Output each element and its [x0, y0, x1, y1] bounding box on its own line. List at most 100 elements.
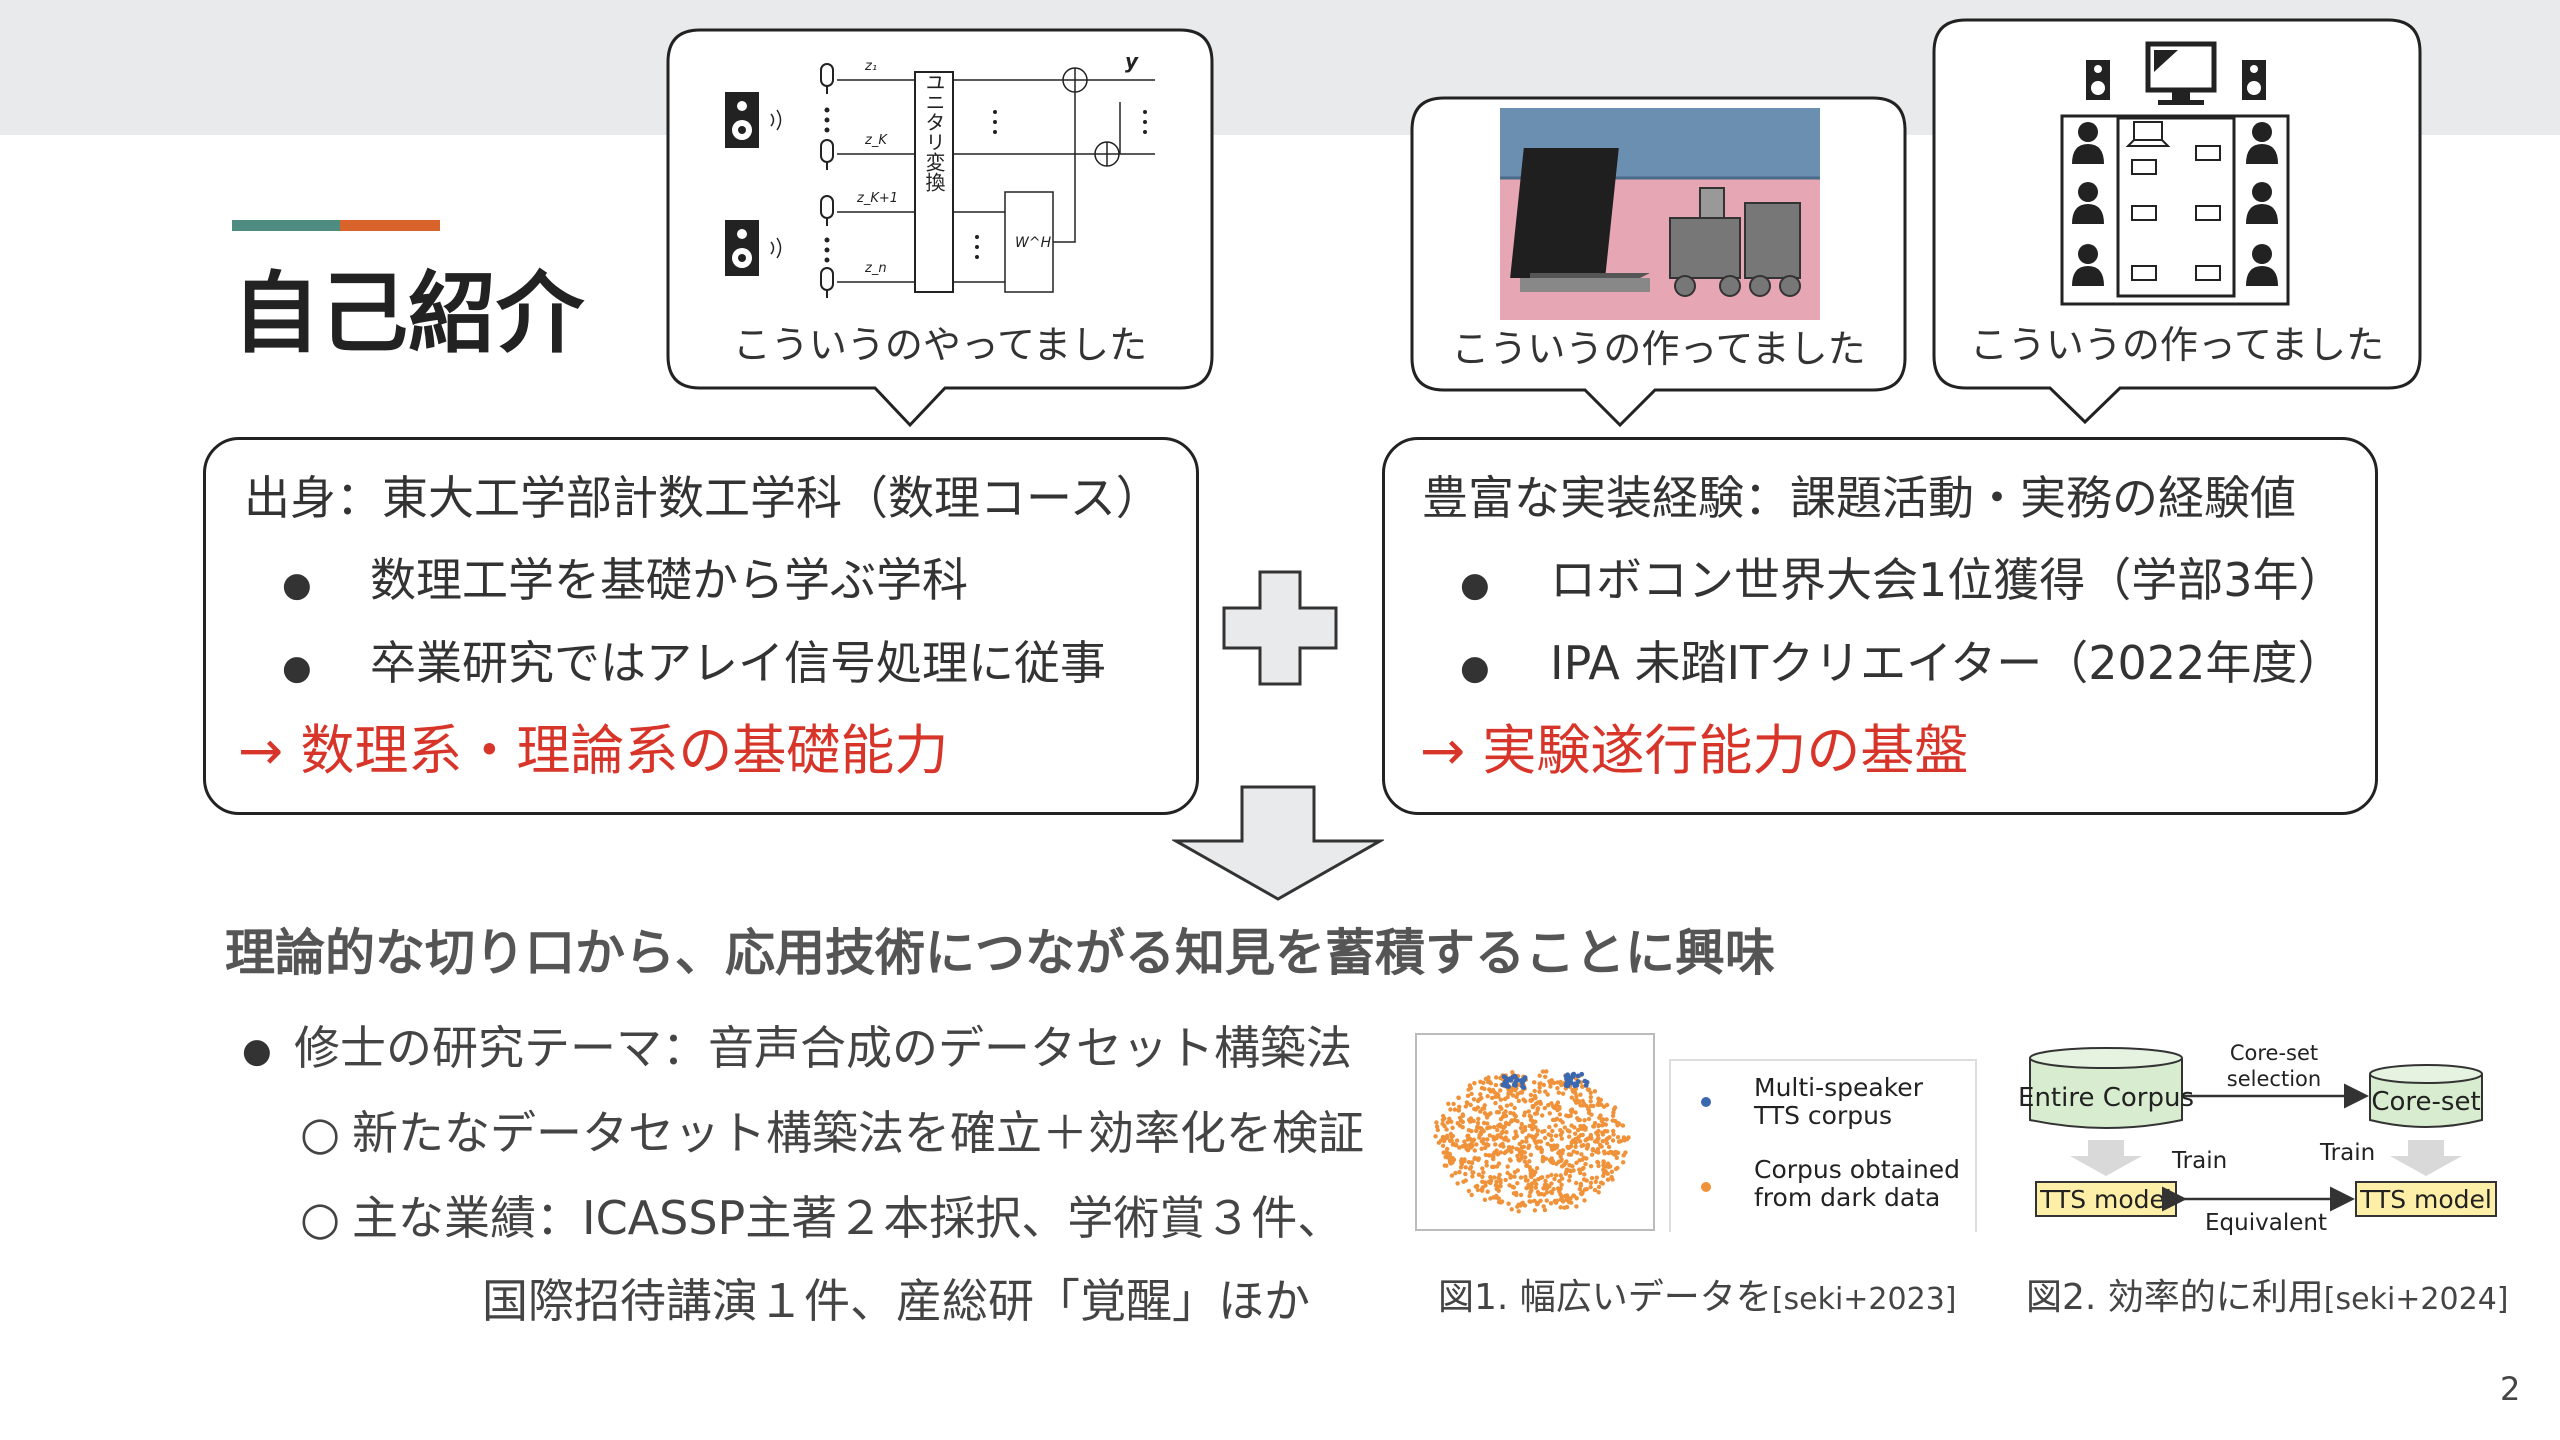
- scatter-point-dark: [1467, 1166, 1473, 1171]
- scatter-point-dark: [1606, 1150, 1611, 1156]
- accent-bar-orange: [340, 220, 440, 231]
- scatter-point-dark: [1567, 1178, 1572, 1183]
- speaker-icon-bottom: [725, 220, 782, 276]
- scatter-point-dark: [1577, 1167, 1582, 1172]
- scatter-point-dark: [1535, 1202, 1540, 1207]
- scatter-point-dark: [1463, 1171, 1468, 1177]
- scatter-point-dark: [1503, 1135, 1508, 1140]
- scatter-point-dark: [1463, 1178, 1468, 1183]
- scatter-point-dark: [1610, 1150, 1615, 1155]
- scatter-point-dark: [1578, 1183, 1583, 1188]
- scatter-point-dark: [1562, 1125, 1568, 1130]
- scatter-point-dark: [1596, 1123, 1601, 1129]
- scatter-point-dark: [1514, 1094, 1519, 1100]
- scatter-point-dark: [1454, 1138, 1460, 1143]
- scatter-point-dark: [1498, 1180, 1503, 1185]
- experience-box: [1382, 437, 2378, 815]
- scatter-point-dark: [1515, 1181, 1520, 1186]
- scatter-point-dark: [1496, 1199, 1502, 1205]
- scatter-point-dark: [1547, 1124, 1552, 1130]
- scatter-point-dark: [1495, 1152, 1501, 1157]
- scatter-point-dark: [1596, 1099, 1602, 1105]
- scatter-point-dark: [1529, 1181, 1535, 1186]
- scatter-point-dark: [1560, 1091, 1566, 1096]
- scatter-point-dark: [1615, 1123, 1620, 1128]
- scatter-point-dark: [1594, 1175, 1599, 1180]
- scatter-point-dark: [1542, 1135, 1548, 1141]
- scatter-point-dark: [1527, 1165, 1532, 1170]
- scatter-point-dark: [1586, 1087, 1592, 1092]
- figure-2-caption: 図2. 効率的に利用[seki+2024]: [2026, 1277, 2509, 1318]
- scatter-point-dark: [1578, 1170, 1583, 1176]
- scatter-point-multi: [1575, 1079, 1581, 1084]
- scatter-point-dark: [1466, 1133, 1471, 1138]
- scatter-point-dark: [1528, 1114, 1534, 1120]
- scatter-point-dark: [1518, 1175, 1524, 1180]
- scatter-point-dark: [1514, 1134, 1519, 1139]
- scatter-point-dark: [1529, 1134, 1535, 1139]
- scatter-point-dark: [1558, 1128, 1563, 1133]
- scatter-point-dark: [1551, 1143, 1557, 1148]
- scatter-point-dark: [1436, 1140, 1442, 1145]
- scatter-point-dark: [1621, 1136, 1627, 1142]
- scatter-point-dark: [1456, 1095, 1461, 1100]
- scatter-point-dark: [1505, 1095, 1510, 1100]
- scatter-point-dark: [1580, 1190, 1585, 1195]
- svg-text:Core-set: Core-set: [2230, 1041, 2318, 1065]
- scatter-point-dark: [1533, 1185, 1538, 1190]
- scatter-point-dark: [1515, 1153, 1520, 1159]
- bullet-circle: ○: [300, 1191, 341, 1245]
- scatter-point-dark: [1545, 1092, 1550, 1097]
- svg-text:W^H: W^H: [1015, 235, 1052, 251]
- scatter-point-dark: [1490, 1087, 1496, 1093]
- scatter-point-dark: [1608, 1164, 1613, 1169]
- scatter-point-dark: [1475, 1187, 1481, 1193]
- scatter-point-dark: [1523, 1155, 1528, 1160]
- background-item: 卒業研究ではアレイ信号処理に従事: [370, 636, 1106, 690]
- svg-text:z_n: z_n: [864, 261, 887, 276]
- bullet-circle: ○: [300, 1106, 341, 1160]
- scatter-point-dark: [1470, 1170, 1475, 1175]
- scatter-point-dark: [1435, 1127, 1440, 1133]
- scatter-point-dark: [1543, 1074, 1548, 1079]
- scatter-point-dark: [1594, 1149, 1599, 1154]
- scatter-point-dark: [1469, 1192, 1474, 1198]
- scatter-point-dark: [1554, 1198, 1560, 1203]
- scatter-point-dark: [1471, 1118, 1476, 1124]
- scatter-point-dark: [1605, 1136, 1610, 1141]
- scatter-point-dark: [1574, 1150, 1580, 1155]
- scatter-point-dark: [1582, 1198, 1587, 1203]
- scatter-point-dark: [1540, 1129, 1545, 1134]
- scatter-point-dark: [1528, 1152, 1534, 1157]
- scatter-point-dark: [1540, 1154, 1546, 1160]
- speaker-icon-top: [725, 92, 782, 148]
- scatter-point-dark: [1614, 1155, 1619, 1160]
- scatter-point-dark: [1574, 1160, 1579, 1165]
- bubble-caption-robot: こういうの作ってました: [1451, 327, 1866, 371]
- scatter-point-dark: [1549, 1078, 1554, 1083]
- scatter-point-dark: [1572, 1125, 1577, 1130]
- plus-icon: [1222, 570, 1338, 686]
- scatter-point-dark: [1494, 1164, 1500, 1169]
- scatter-point-dark: [1550, 1128, 1555, 1134]
- scatter-point-dark: [1520, 1139, 1525, 1144]
- scatter-point-dark: [1578, 1092, 1583, 1097]
- scatter-point-multi: [1504, 1083, 1509, 1089]
- scatter-point-dark: [1506, 1201, 1511, 1206]
- scatter-point-dark: [1582, 1172, 1587, 1177]
- scatter-point-dark: [1564, 1167, 1570, 1172]
- scatter-point-dark: [1492, 1175, 1497, 1180]
- scatter-point-dark: [1596, 1190, 1601, 1195]
- scatter-point-dark: [1540, 1175, 1545, 1180]
- scatter-point-dark: [1487, 1133, 1492, 1138]
- scatter-point-dark: [1538, 1139, 1544, 1144]
- scatter-point-dark: [1604, 1117, 1609, 1122]
- scatter-point-dark: [1484, 1142, 1490, 1147]
- scatter-point-dark: [1560, 1148, 1566, 1153]
- scatter-point-multi: [1575, 1073, 1581, 1079]
- scatter-point-dark: [1496, 1188, 1501, 1193]
- scatter-point-dark: [1543, 1089, 1548, 1094]
- scatter-point-dark: [1434, 1124, 1440, 1129]
- scatter-point-dark: [1553, 1133, 1559, 1138]
- scatter-point-dark: [1588, 1099, 1593, 1104]
